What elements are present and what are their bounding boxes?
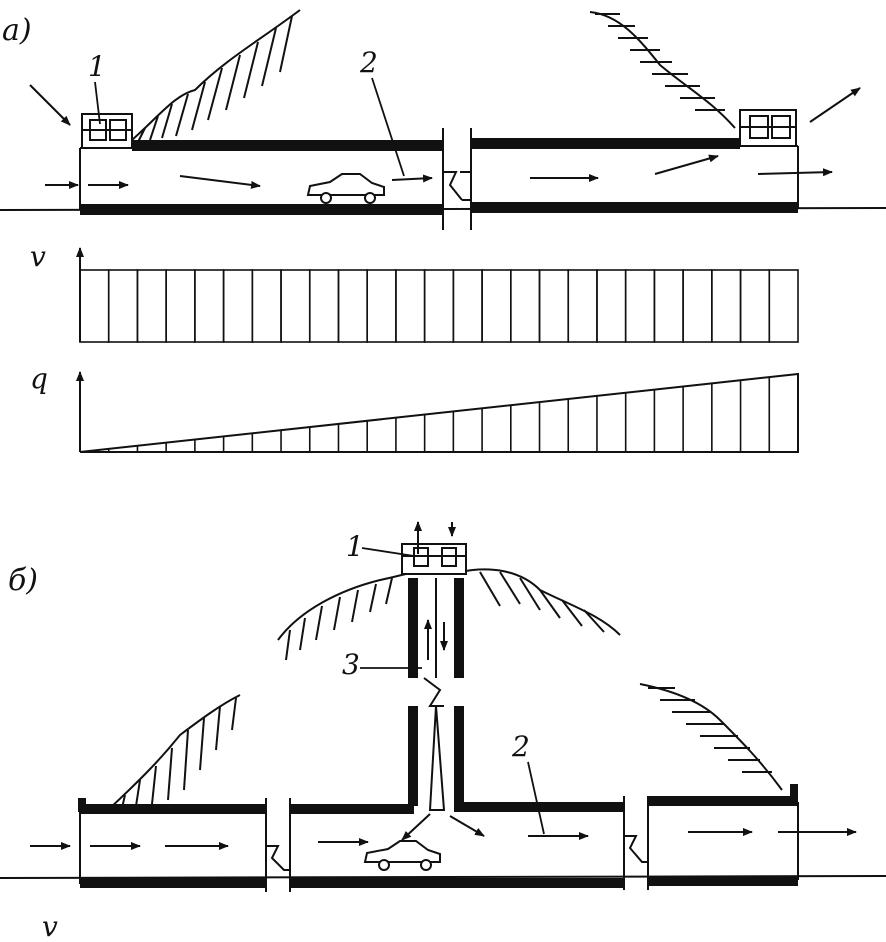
right-mountain [589,11,736,129]
airflow-arrows-b [30,521,857,850]
panel-b-letter: б) [8,563,38,598]
fan-unit-top [401,543,467,575]
velocity-cell [509,269,541,343]
velocity-cell [739,269,771,343]
velocity-cell [711,269,742,343]
panel-b: б) [0,521,886,942]
right-hill-b [639,683,783,791]
velocity-cell [452,269,483,343]
velocity-cell [682,269,713,343]
top-hill [277,568,621,661]
car-a [306,173,385,204]
velocity-cell [538,269,570,343]
tunnel-b [78,784,799,892]
airflow-arrows-a [29,84,861,189]
velocity-cell [222,269,254,343]
velocity-cell [337,269,369,343]
car-b [363,840,441,871]
callout-2-a: 2 [359,46,378,79]
panel-a-letter: а) [2,13,32,48]
velocity-cell [251,269,282,343]
flow-axis-label: q [30,362,48,395]
velocity-cell [136,269,167,343]
velocity-profile [79,269,799,343]
callout-1-b: 1 [346,530,364,563]
velocity-axis-label-a: v [30,240,46,273]
leader-2-b [527,761,545,835]
velocity-cell [165,269,196,343]
velocity-cell [567,269,598,343]
velocity-cell [624,269,656,343]
callout-2-b: 2 [511,730,530,763]
vertical-shaft [408,578,464,811]
tunnel-a [79,128,799,230]
velocity-cell [768,269,799,343]
callout-1-a: 1 [88,50,106,83]
velocity-cell [366,269,397,343]
leader-1-b [361,547,415,557]
panel-a: а) [0,9,886,453]
fan-unit-right [739,109,797,147]
velocity-cell [280,269,311,343]
airflow-profile [79,372,799,453]
airflow-wedge [79,372,799,453]
left-hill-b [107,694,241,811]
leader-2-a [371,77,405,177]
velocity-cell [596,269,627,343]
velocity-cell [194,269,225,343]
velocity-cell [653,269,684,343]
velocity-cell [423,269,455,343]
velocity-cell [107,269,139,343]
velocity-cell [481,269,512,343]
velocity-cell [308,269,340,343]
velocity-axis-label-b: v [42,910,58,942]
velocity-cell [395,269,426,343]
callout-3-b: 3 [342,648,360,681]
left-mountain [131,9,301,143]
fan-unit-left [81,113,133,149]
velocity-cell [79,269,110,343]
leader-1-a [94,81,101,125]
